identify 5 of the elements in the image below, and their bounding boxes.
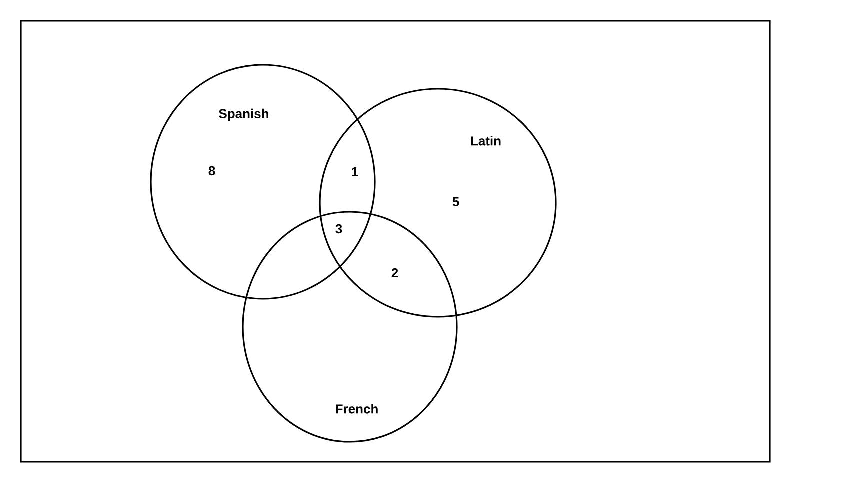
region-count: 2 xyxy=(392,268,398,278)
region-count: 1 xyxy=(352,168,358,176)
region-count: 8 xyxy=(208,166,216,176)
region-count: 3 xyxy=(336,224,342,234)
region-count: 5 xyxy=(452,197,460,207)
